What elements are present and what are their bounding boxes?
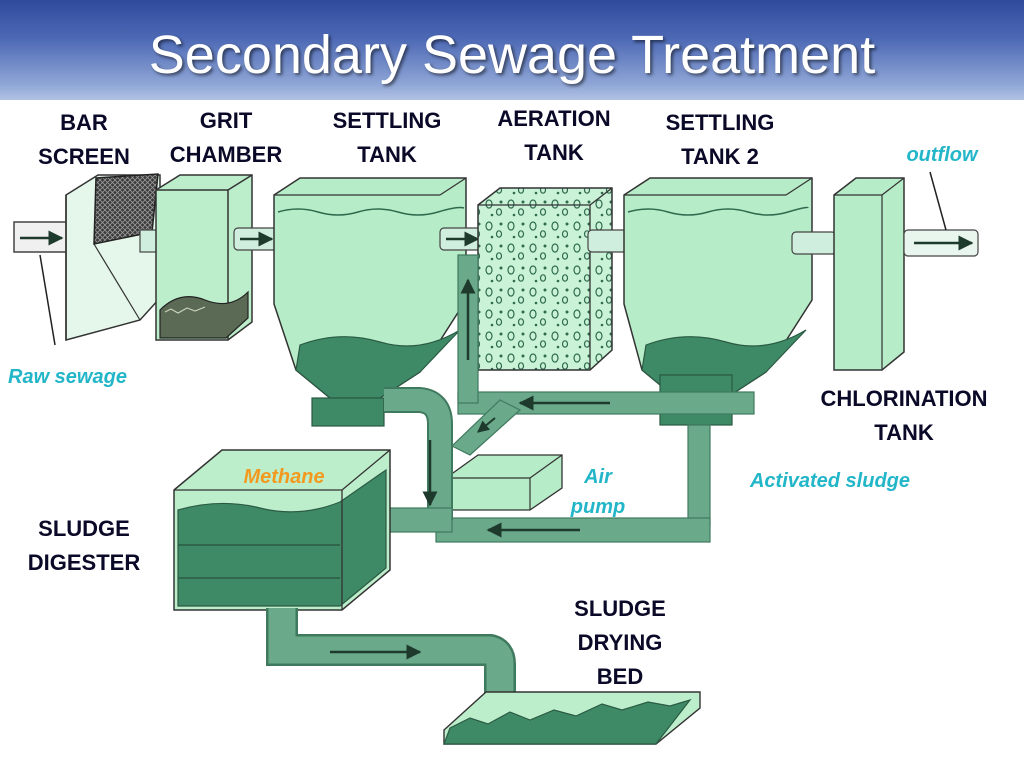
label-chlorination-tank: CHLORINATION TANK	[820, 386, 988, 445]
label-sludge-drying-bed: SLUDGE DRYING BED	[574, 596, 666, 689]
label-bar-screen: BAR SCREEN	[38, 110, 130, 169]
chlorination-tank-unit	[833, 177, 905, 371]
label-raw-sewage: Raw sewage	[8, 366, 127, 388]
label-aeration-tank: AERATION TANK	[497, 106, 611, 165]
grit-chamber-unit	[155, 174, 253, 341]
label-activated-sludge: Activated sludge	[749, 470, 911, 492]
inflow-pipe	[13, 221, 73, 346]
label-air-pump: Air pump	[570, 466, 626, 518]
pipe-digester-to-drying-bed	[266, 608, 516, 700]
outflow-pipe	[903, 171, 979, 257]
air-pump-unit	[445, 454, 563, 511]
label-grit-chamber: GRIT CHAMBER	[169, 108, 283, 167]
sludge-digester-unit	[173, 449, 391, 611]
label-methane: Methane	[243, 466, 325, 488]
page-title: Secondary Sewage Treatment	[148, 25, 876, 85]
bar-screen-unit	[65, 173, 161, 341]
label-outflow: outflow	[906, 144, 978, 166]
return-sludge-pipes	[435, 254, 755, 543]
label-settling-tank: SETTLING TANK	[332, 108, 442, 167]
aeration-tank-unit	[477, 187, 613, 371]
label-sludge-digester: SLUDGE DIGESTER	[27, 516, 141, 575]
pipe-settling2-to-chlorination	[791, 231, 837, 255]
pipe-grit-to-settling	[233, 227, 279, 251]
settling-tank-unit	[273, 177, 467, 427]
sludge-drying-bed-unit	[443, 691, 701, 745]
label-settling-tank-2: SETTLING TANK 2	[665, 110, 775, 169]
settling-tank-2-unit	[623, 177, 813, 426]
